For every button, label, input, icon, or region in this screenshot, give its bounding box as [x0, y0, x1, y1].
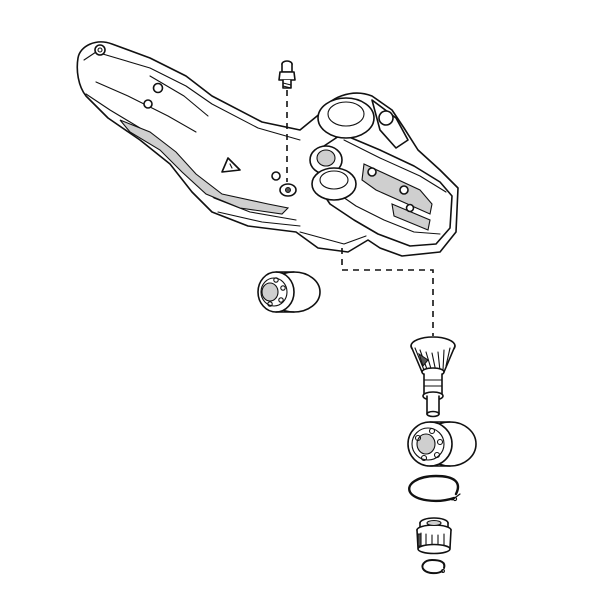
drive-gear: [416, 517, 452, 555]
assembly-lines: [286, 90, 434, 336]
ball-bearing-small: [257, 271, 321, 313]
bevel-pinion-shaft: [410, 336, 456, 418]
ball-bearing-large: [407, 421, 477, 467]
grease-nipple: [278, 60, 296, 89]
circlip-large: [408, 474, 461, 503]
gearbox-housing: [76, 41, 459, 257]
shaft-assembly-line: [341, 248, 434, 336]
circlip-small: [421, 559, 446, 575]
